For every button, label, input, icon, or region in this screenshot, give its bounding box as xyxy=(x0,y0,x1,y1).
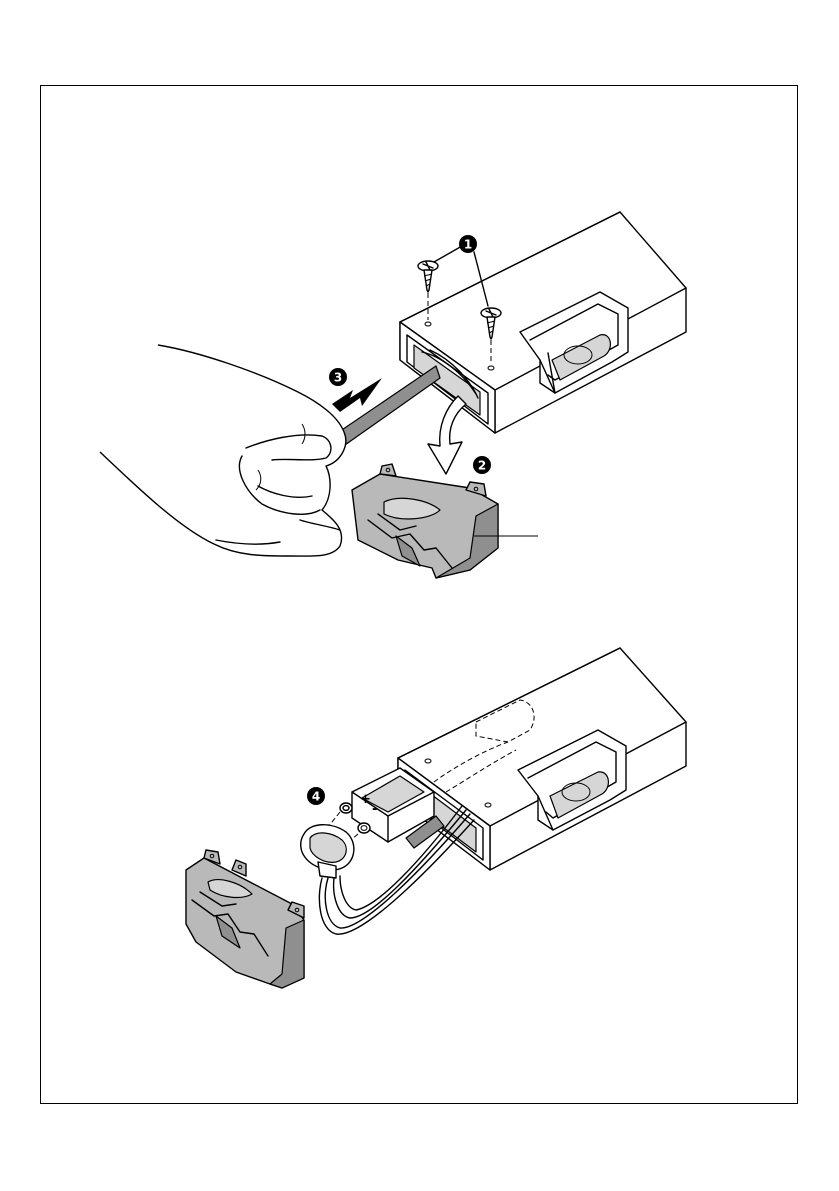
step1-badge: 1 xyxy=(459,235,477,253)
step2-arrow-icon xyxy=(428,396,466,474)
bottom-figure: + - 4 xyxy=(186,648,686,988)
step3-badge: 3 xyxy=(329,368,347,386)
hand-illustration xyxy=(100,345,346,556)
step2-badge: 2 xyxy=(473,456,491,474)
battery-cover xyxy=(186,850,304,988)
battery-cover xyxy=(352,464,498,578)
bar-body-top xyxy=(400,212,686,433)
battery-plus-label: + xyxy=(360,792,371,807)
step1-leader xyxy=(434,246,462,262)
svg-text:1: 1 xyxy=(464,238,472,252)
step4-badge: 4 xyxy=(307,787,325,805)
battery-minus-label: - xyxy=(372,802,377,817)
top-figure: 1 3 2 xyxy=(100,212,686,578)
battery-snap-connector xyxy=(301,825,354,878)
svg-text:2: 2 xyxy=(478,459,486,473)
svg-text:3: 3 xyxy=(334,371,342,385)
bar-body-bottom xyxy=(398,648,686,870)
svg-text:4: 4 xyxy=(312,790,320,804)
